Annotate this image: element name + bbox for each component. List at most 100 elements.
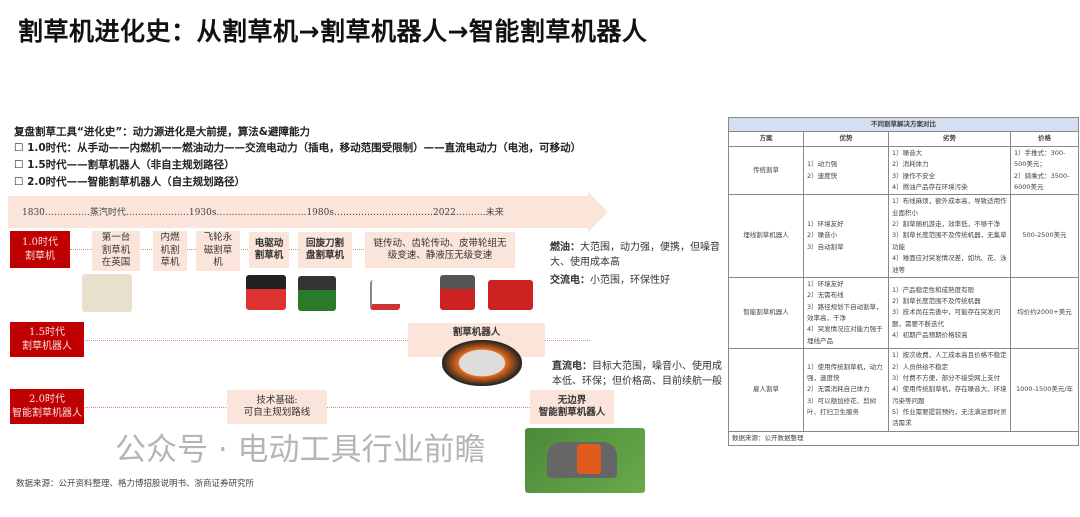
cell-text: 1）使用传统割草机，动力强，速度快 [807, 362, 883, 382]
row-connector [70, 340, 590, 341]
source-note: 数据来源：公开资料整理、格力博招股说明书、浙商证券研究所 [16, 479, 255, 489]
cell-text: 3）割草长度范围不及传统机器，无集草功能 [892, 231, 1007, 251]
cell-text: 雇人割草 [753, 385, 779, 394]
cell-text: 2）割草随机游走，效率低，不够干净 [892, 220, 1001, 228]
cell-text: 1）动力强 [807, 160, 838, 169]
page-title: 割草机进化史：从割草机→割草机器人→智能割草机器人 [18, 17, 648, 46]
bullet-1: ☐ 1.0时代：从手动——内燃机——燃油动力——交流电动力（插电，移动范围受限制… [14, 142, 582, 154]
cell-text: 1000-1500美元/年 [1015, 385, 1074, 394]
note-dc: 直流电：目标大范围，噪音小、使用成本低、环保；但价格高、目前续航一般 [552, 360, 722, 389]
bullet-text: 1.0时代：从手动——内燃机——燃油动力——交流电动力（插电，移动范围受限制）—… [27, 142, 582, 154]
bullet-3: ☐ 2.0时代——智能割草机器人（自主规划路径） [14, 176, 246, 188]
cell-text: 2）无需消耗自己体力 [807, 385, 870, 394]
era-item: 电驱动 割草机 [249, 232, 289, 268]
bullet-2: ☐ 1.5时代——割草机器人（非自主规划路径） [14, 159, 235, 171]
era-item: 回旋刀割 盘割草机 [298, 232, 352, 268]
column-header: 劣势 [888, 131, 1011, 147]
push-mower-image [440, 275, 475, 310]
era-item: 链传动、齿轮传动、皮带轮组无 级变速、静液压无级变速 [365, 232, 515, 268]
timeline-label: 蒸汽时代 [89, 208, 126, 218]
cell-text: 1）环境友好 [807, 220, 844, 228]
riding-mower-image [488, 280, 533, 310]
column-header: 优势 [803, 131, 889, 147]
cell-price: 1000-1500美元/年 [1010, 348, 1079, 432]
timeline-label: 未来 [485, 208, 504, 218]
cell-text: 4）燃油产品存在环境污染 [892, 182, 968, 191]
cell-text: 3）付费不方便，部分不接受网上支付 [892, 373, 1001, 382]
cell-name: 雇人割草 [728, 348, 804, 432]
note-text: 大范围，动力强，便携，但噪音大、使用成本高 [550, 242, 720, 268]
cell-price: 1）手推式：300-500美元； 2）骑乘式：3500-6000美元 [1010, 145, 1079, 196]
cell-text: 2）割草长度范围不及传统机器 [892, 296, 981, 305]
note-text: 目标大范围，噪音小、使用成本低、环保；但价格高、目前续航一般 [552, 361, 722, 387]
era-1-0: 1.0时代 割草机 [10, 231, 70, 268]
cell-text: 4）使用传统割草机，存在噪音大、环境污染等问题 [892, 385, 1007, 405]
arrow-head-icon [588, 192, 608, 232]
cell-text: 4）初期产品预期价格较高 [892, 331, 968, 340]
era-item: 飞轮永 磁割草 机 [196, 231, 240, 271]
cell-text: 均价约2000+美元 [1017, 308, 1072, 317]
bullet-text: 1.5时代——割草机器人（非自主规划路径） [27, 159, 235, 171]
historic-mower-image [82, 274, 132, 312]
note-label: 交流电： [550, 275, 590, 286]
era-item: 第一台 割草机 在英国 [92, 231, 140, 271]
note-ac: 交流电：小范围，环保性好 [550, 274, 720, 289]
trimmer-image [370, 280, 400, 310]
era-item: 内燃 机割 草机 [153, 231, 187, 271]
cell-text: 5）作业需要提前预约，无法满足即时灵活需求 [892, 408, 1007, 428]
watermark: 公众号 · 电动工具行业前瞻 [115, 432, 486, 468]
timeline-labels: 1830……………蒸汽时代…………………1930s…………………………1980s… [22, 208, 504, 218]
robot-cover-icon [577, 444, 601, 474]
bullet-text: 2.0时代——智能割草机器人（自主规划路径） [27, 176, 246, 188]
timeline-label: 1930s [188, 208, 217, 218]
rotary-mower-image [298, 276, 336, 311]
table-row: 雇人割草 1）使用传统割草机，动力强，速度快 2）无需消耗自己体力 3）可以额加修花、… [728, 348, 1079, 432]
cell-text: 4）突发情况应对能力强于埋线产品 [807, 325, 883, 345]
cell-text: 埋线割草机器人 [743, 231, 789, 240]
cell-pros: 1）环境友好 2）无需布线 3）路径规划下自动割草，效率高，干净 4）突发情况应对能力… [803, 276, 889, 350]
cell-name: 传统割草 [728, 145, 804, 196]
timeline-label: 2022 [432, 208, 456, 218]
note-text: 小范围，环保性好 [590, 275, 670, 286]
cell-name: 智能割草机器人 [728, 276, 804, 350]
note-label: 燃油： [550, 242, 580, 253]
cell-pros: 1）动力强 2）速度快 [803, 145, 889, 196]
cell-text: 智能割草机器人 [743, 308, 789, 317]
cell-text: 1）布线麻烦，额外成本高，导致适用作业面积小 [892, 197, 1007, 217]
row-connector [70, 249, 510, 250]
era-2-0: 2.0时代 智能割草机器人 [10, 389, 84, 424]
era-1-5: 1.5时代 割草机器人 [10, 322, 84, 357]
cell-text: 4）难面应对突发情况差，如坑、花、泳池等 [892, 254, 1007, 274]
note-fuel: 燃油：大范围，动力强，便携，但噪音大、使用成本高 [550, 241, 720, 270]
intro-heading: 复盘割草工具“进化史”：动力源进化是大前提，算法&避障能力 [14, 126, 310, 138]
cell-name: 埋线割草机器人 [728, 194, 804, 278]
timeline-label: 1830 [22, 208, 45, 218]
cell-text: 500-2500美元 [1022, 231, 1067, 240]
cell-text: 1）产品稳定性和成熟度有限 [892, 285, 975, 294]
cell-text: 1）环境友好 [807, 279, 844, 288]
note-label: 直流电： [552, 361, 592, 372]
cell-text: 3）可以额加修花、剪树叶、打扫卫生服务 [807, 396, 877, 416]
cell-text: 3）自动割草 [807, 242, 844, 251]
cell-text: 3）路径规划下自动割草，效率高，干净 [807, 302, 883, 322]
cell-price: 500-2500美元 [1010, 194, 1079, 278]
timeline-label: 1980s [306, 208, 334, 218]
table-source: 数据来源：公开数据整理 [728, 430, 1079, 447]
cell-text: 2）无需布线 [807, 291, 844, 300]
robot-mower-image [442, 340, 522, 386]
cell-text: 3）操作不安全 [892, 171, 936, 180]
cell-text: 1）按次收费，人工成本高且价格不稳定 [892, 351, 1007, 360]
table-title: 不同割草解决方案对比 [728, 116, 1079, 133]
era-item: 无边界 智能割草机器人 [530, 390, 614, 424]
cell-pros: 1）使用传统割草机，动力强，速度快 2）无需消耗自己体力 3）可以额加修花、剪树叶、… [803, 348, 889, 432]
cell-cons: 1）布线麻烦，额外成本高，导致适用作业面积小 2）割草随机游走，效率低，不够干净 3… [888, 194, 1011, 278]
timeline-arrow [8, 196, 588, 228]
cell-text: 2）速度快 [807, 171, 838, 180]
electric-mower-image [246, 275, 286, 310]
